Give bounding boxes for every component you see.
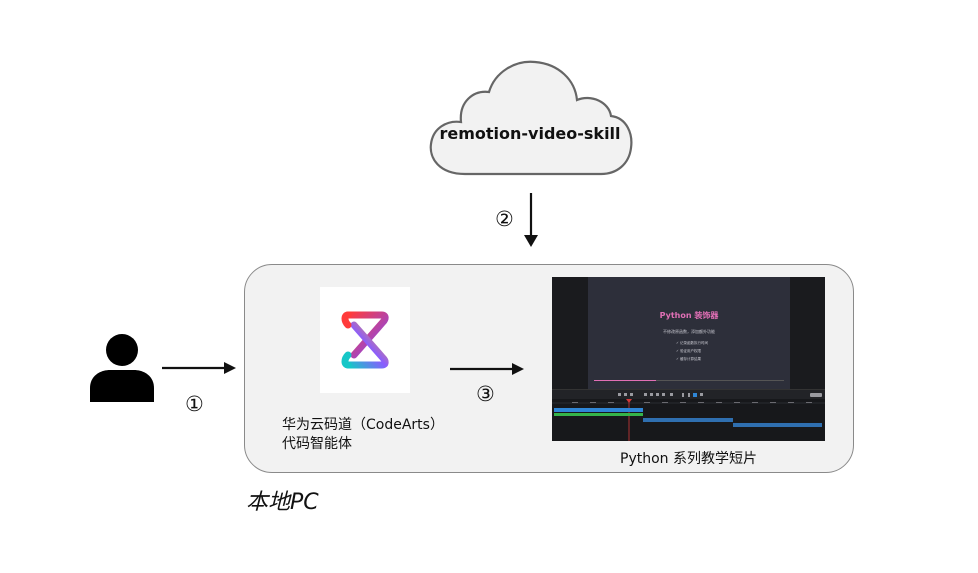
- timeline-ruler: [552, 399, 825, 441]
- seek-bar-progress: [594, 380, 656, 381]
- cloud-icon: [429, 60, 633, 176]
- agent-logo-tile: [320, 287, 410, 393]
- player-toolbar: [552, 389, 825, 400]
- preview-bullet-1: ✓ 记录函数执行时间: [676, 341, 709, 345]
- video-caption: Python 系列教学短片: [620, 451, 757, 467]
- agent-name-line2: 代码智能体: [282, 436, 352, 452]
- video-editor-screenshot: Python 装饰器 不修改原函数，添加额外功能 ✓ 记录函数执行时间 ✓ 验证…: [552, 277, 825, 441]
- agent-name: 华为云码道（CodeArts） 代码智能体: [282, 416, 444, 454]
- local-pc-label: 本地PC: [246, 490, 319, 515]
- step-3-label: ③: [476, 382, 495, 406]
- step-1-label: ①: [185, 392, 204, 416]
- cloud-label: remotion-video-skill: [439, 124, 621, 143]
- toolbar-controls-icon: [618, 393, 822, 397]
- preview-title: Python 装饰器: [659, 311, 719, 320]
- preview-bullet-2: ✓ 验证用户权限: [676, 349, 702, 353]
- preview-subtitle: 不修改原函数，添加额外功能: [663, 329, 715, 334]
- seek-bar: [594, 380, 784, 381]
- video-preview: Python 装饰器 不修改原函数，添加额外功能 ✓ 记录函数执行时间 ✓ 验证…: [588, 277, 790, 389]
- codearts-logo-icon: [341, 311, 389, 369]
- timeline: [552, 399, 825, 441]
- agent-name-line1: 华为云码道（CodeArts）: [282, 417, 444, 433]
- preview-bullet-3: ✓ 缓存计算结果: [676, 357, 702, 361]
- arrow-right-1: [162, 362, 236, 374]
- arrow-down: [524, 193, 538, 247]
- step-2-label: ②: [495, 207, 514, 231]
- user-icon: [90, 334, 154, 402]
- arrow-right-3: [450, 363, 524, 375]
